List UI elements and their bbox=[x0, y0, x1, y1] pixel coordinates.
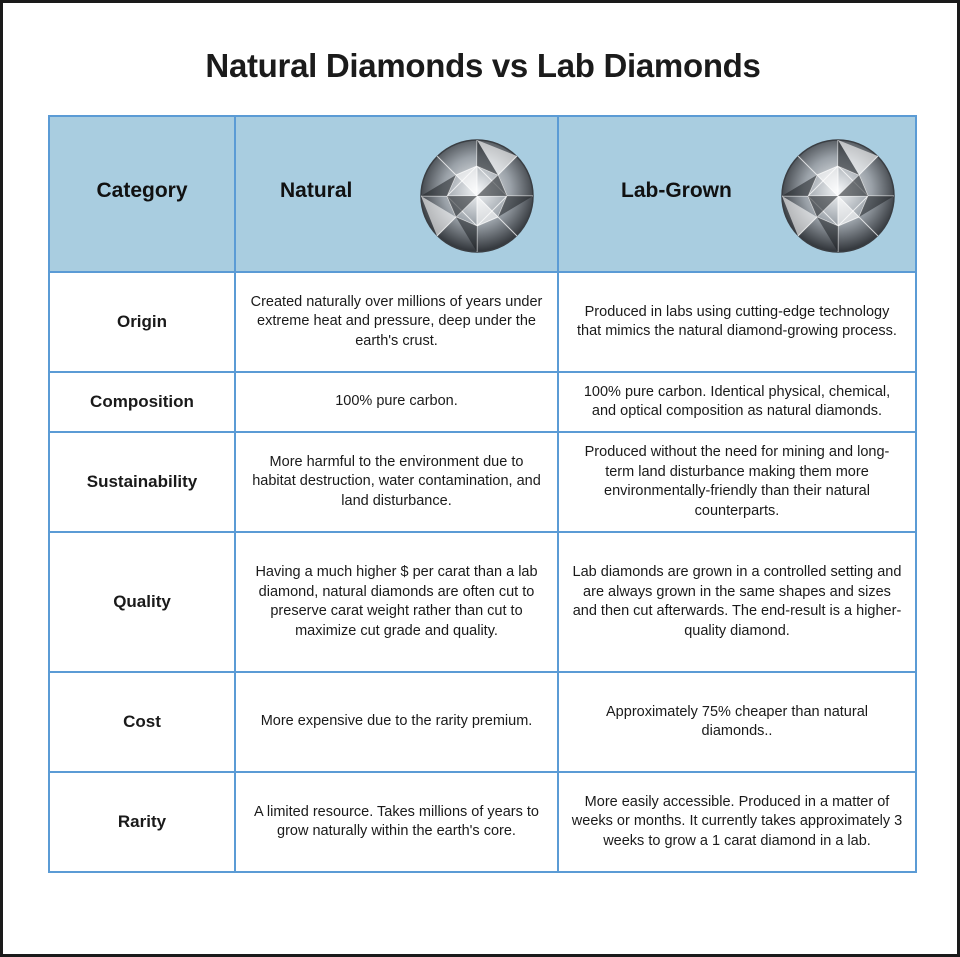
table-row: Cost More expensive due to the rarity pr… bbox=[48, 671, 917, 773]
table-row: Quality Having a much higher $ per carat… bbox=[48, 531, 917, 673]
row-lab-cell: Approximately 75% cheaper than natural d… bbox=[557, 671, 917, 773]
table-row: Origin Created naturally over millions o… bbox=[48, 271, 917, 373]
table-row: Rarity A limited resource. Takes million… bbox=[48, 771, 917, 873]
header-lab-label: Lab-Grown bbox=[621, 179, 732, 202]
table-header-row: Category Natural Lab-Grown bbox=[48, 115, 917, 273]
row-lab-cell: Produced without the need for mining and… bbox=[557, 431, 917, 533]
table-row: Sustainability More harmful to the envir… bbox=[48, 431, 917, 533]
row-natural-cell: More expensive due to the rarity premium… bbox=[234, 671, 559, 773]
row-category: Quality bbox=[48, 531, 236, 673]
row-lab-cell: Produced in labs using cutting-edge tech… bbox=[557, 271, 917, 373]
diamond-image-natural bbox=[420, 139, 534, 253]
row-natural-cell: Having a much higher $ per carat than a … bbox=[234, 531, 559, 673]
row-lab-cell: Lab diamonds are grown in a controlled s… bbox=[557, 531, 917, 673]
header-lab: Lab-Grown bbox=[557, 115, 917, 273]
row-category: Cost bbox=[48, 671, 236, 773]
row-category: Composition bbox=[48, 371, 236, 433]
row-category: Rarity bbox=[48, 771, 236, 873]
header-category-label: Category bbox=[96, 179, 188, 202]
row-lab-cell: More easily accessible. Produced in a ma… bbox=[557, 771, 917, 873]
row-category: Origin bbox=[48, 271, 236, 373]
row-natural-cell: More harmful to the environment due to h… bbox=[234, 431, 559, 533]
table-row: Composition 100% pure carbon. 100% pure … bbox=[48, 371, 917, 433]
row-natural-cell: Created naturally over millions of years… bbox=[234, 271, 559, 373]
row-natural-cell: 100% pure carbon. bbox=[234, 371, 559, 433]
row-natural-cell: A limited resource. Takes millions of ye… bbox=[234, 771, 559, 873]
diamond-image-lab bbox=[781, 139, 895, 253]
row-lab-cell: 100% pure carbon. Identical physical, ch… bbox=[557, 371, 917, 433]
header-category: Category bbox=[48, 115, 236, 273]
row-category: Sustainability bbox=[48, 431, 236, 533]
comparison-table: Category Natural Lab-Grown bbox=[48, 115, 917, 873]
header-natural-label: Natural bbox=[280, 179, 353, 202]
header-natural: Natural bbox=[234, 115, 559, 273]
page-title: Natural Diamonds vs Lab Diamonds bbox=[205, 47, 761, 84]
